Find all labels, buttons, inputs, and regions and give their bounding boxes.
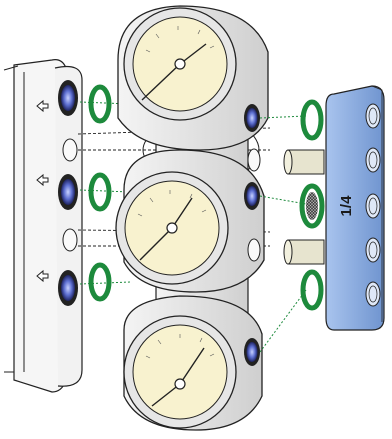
block-ports	[365, 103, 381, 307]
panel-port-bottom	[58, 270, 78, 306]
gauge-middle	[115, 149, 265, 293]
manifold-block	[325, 85, 385, 331]
fitting-top	[283, 149, 325, 175]
panel-hole-1	[62, 138, 78, 162]
panel-port-top	[58, 80, 78, 116]
gauge-tick-marks	[137, 190, 207, 217]
arrow-icon	[36, 99, 49, 283]
gauge-top	[117, 5, 269, 151]
o-ring-right	[300, 99, 324, 311]
gauge-tick-marks	[145, 26, 215, 53]
body-port-bottom	[244, 338, 260, 366]
body-holes	[247, 148, 261, 262]
body-port-middle	[244, 182, 260, 210]
block-port-inner	[368, 107, 378, 303]
filter-screen	[299, 183, 325, 229]
gauge-tick-marks	[145, 334, 215, 359]
panel-port-middle	[58, 174, 78, 210]
o-ring-icon	[88, 84, 112, 302]
port-size-label: 1/4	[338, 195, 355, 217]
body-port-top	[244, 104, 260, 132]
gauge-bottom	[123, 295, 263, 431]
panel-hole-2	[62, 228, 78, 252]
leader-lines-left	[79, 101, 131, 285]
fitting-bottom	[283, 239, 325, 265]
leader-lines-right	[259, 115, 307, 353]
